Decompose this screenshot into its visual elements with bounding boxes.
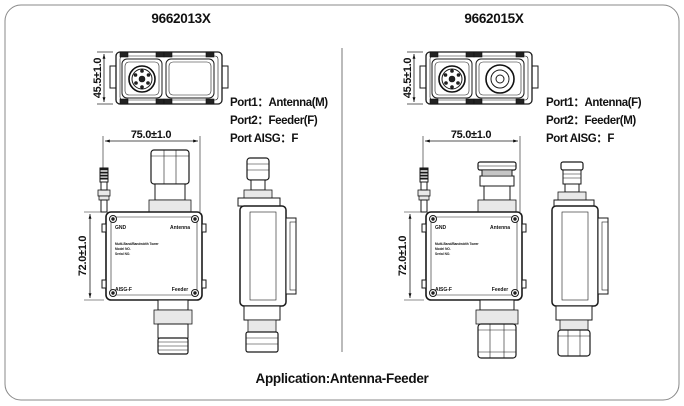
- left-label-feeder: Feeder: [172, 287, 188, 293]
- left-antenna-connector: [148, 149, 192, 213]
- right-feeder-connector: [475, 299, 519, 359]
- right-side-view: [551, 161, 609, 357]
- left-model-title: 9662013X: [151, 11, 210, 26]
- left-nameplate-line2: Model NO.: [115, 247, 131, 251]
- right-dim-width: 75.0±1.0: [451, 129, 492, 141]
- right-nameplate-line2: Model NO.: [435, 247, 451, 251]
- left-dim-body-height: 72.0±1.0: [77, 236, 89, 277]
- left-label-antenna: Antenna: [170, 225, 190, 231]
- left-nameplate-line1: Multi-Band/Bandwidth Tower: [115, 242, 159, 246]
- left-side-view: [237, 157, 297, 353]
- left-front-view: [97, 167, 207, 301]
- right-port-aisg: Port AISG：F: [546, 133, 614, 145]
- left-label-gnd: GND: [115, 225, 127, 231]
- left-port2: Port2：Feeder(F): [230, 115, 318, 127]
- left-top-view: [109, 51, 229, 105]
- right-port2: Port2：Feeder(M): [546, 115, 636, 127]
- left-port1: Port1：Antenna(M): [230, 97, 328, 109]
- outer-frame: [4, 4, 680, 401]
- right-label-gnd: GND: [435, 225, 447, 231]
- right-port1: Port1：Antenna(F): [546, 97, 642, 109]
- right-panel: 9662015X 45.5±1.0 Port1：Antenna(F) Port2…: [397, 11, 642, 359]
- left-feeder-connector: [153, 299, 193, 355]
- left-dim-width: 75.0±1.0: [131, 129, 172, 141]
- right-model-title: 9662015X: [464, 11, 523, 26]
- right-top-view: [419, 51, 539, 105]
- left-panel: 9662013X 45.5±1.0 Port1：Antenna(M) Port2…: [77, 11, 329, 355]
- right-dim-top-height: 45.5±1.0: [402, 58, 414, 99]
- right-label-aisg: AISG-F: [435, 287, 452, 293]
- left-dim-top-height: 45.5±1.0: [92, 58, 104, 99]
- left-label-aisg: AISG-F: [115, 287, 132, 293]
- right-label-feeder: Feeder: [492, 287, 508, 293]
- application-caption: Application:Antenna-Feeder: [256, 371, 430, 386]
- right-nameplate-line1: Multi-Band/Bandwidth Tower: [435, 242, 479, 246]
- left-nameplate-line3: Serial NO.: [115, 252, 130, 256]
- right-dim-body-height: 72.0±1.0: [397, 236, 409, 277]
- left-port-aisg: Port AISG：F: [230, 133, 298, 145]
- right-label-antenna: Antenna: [490, 225, 510, 231]
- right-antenna-connector: [477, 161, 517, 213]
- right-nameplate-line3: Serial NO.: [435, 252, 450, 256]
